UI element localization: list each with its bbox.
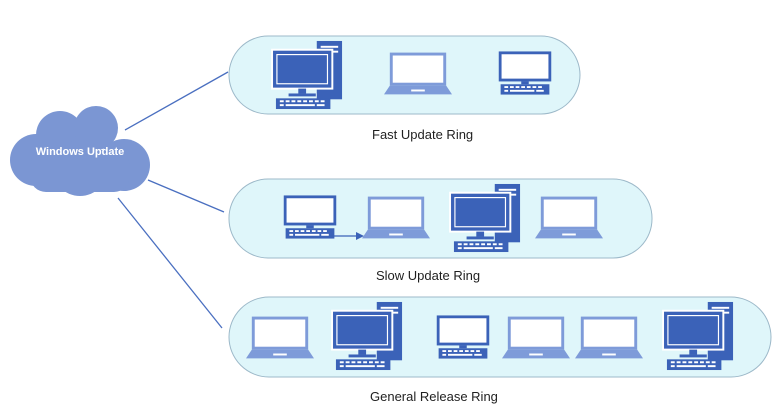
desktop-tower-icon bbox=[271, 40, 344, 110]
monitor-icon bbox=[283, 195, 337, 239]
laptop-icon bbox=[502, 316, 570, 359]
cloud-icon bbox=[10, 106, 150, 196]
ring-label-slow: Slow Update Ring bbox=[376, 268, 481, 283]
ring-label-fast: Fast Update Ring bbox=[372, 127, 474, 142]
ring-label-general: General Release Ring bbox=[370, 389, 498, 404]
laptop-icon bbox=[535, 196, 603, 239]
cloud-label: Windows Update bbox=[35, 146, 125, 158]
desktop-tower-icon bbox=[449, 183, 522, 253]
monitor-icon bbox=[436, 315, 490, 359]
laptop-icon bbox=[384, 52, 452, 95]
laptop-icon bbox=[362, 196, 430, 239]
arrow-head-icon bbox=[356, 232, 364, 240]
laptop-icon bbox=[246, 316, 314, 359]
desktop-tower-icon bbox=[331, 301, 404, 371]
monitor-icon bbox=[498, 51, 552, 95]
connector-line-fast bbox=[124, 71, 229, 131]
connector-line-general bbox=[117, 197, 223, 329]
desktop-tower-icon bbox=[662, 301, 735, 371]
connector-line-slow bbox=[147, 179, 225, 213]
laptop-icon bbox=[575, 316, 643, 359]
